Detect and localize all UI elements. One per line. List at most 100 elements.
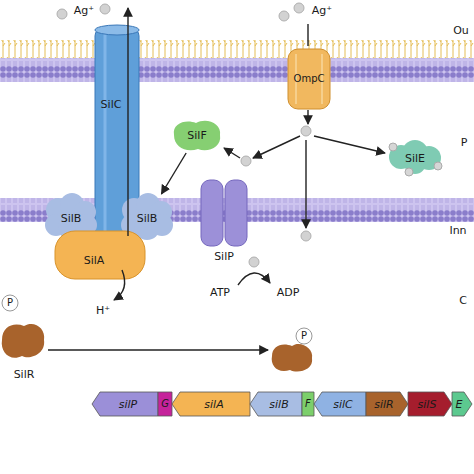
ion-arrow (305, 140, 306, 228)
protein-label: SilR (14, 369, 35, 380)
gene-arrow: F (302, 392, 314, 416)
transport-channel-shape (95, 25, 139, 35)
porin-channel: OmpC (287, 48, 331, 110)
binding-protein-shape (389, 140, 441, 174)
ion-arrow (314, 136, 385, 153)
chaperone-protein: SilF (170, 117, 224, 153)
atpase-pump-shape (225, 180, 247, 246)
ion-arrow (253, 136, 300, 158)
phosphorylated-regulator: P (268, 326, 316, 374)
silver-ion (57, 9, 67, 19)
protein-label: G (161, 399, 169, 409)
binding-protein: SilE (387, 138, 443, 176)
protein-label: SilF (187, 130, 206, 141)
atpase-pump-shape (201, 180, 223, 246)
gene-arrow: silS (408, 392, 452, 416)
atpase-pump: SilP (199, 178, 249, 264)
ion-arrow (224, 148, 240, 158)
phosphorylated-regulator-shape (296, 328, 312, 344)
protein-label: E (456, 399, 463, 410)
phosphorylated-regulator-shape (272, 344, 312, 372)
flow-arrow (48, 349, 268, 350)
binding-protein-shape (405, 168, 413, 176)
protein-label: OmpC (294, 74, 325, 84)
regulator-protein-shape (2, 324, 44, 358)
binding-protein-shape (402, 140, 428, 166)
protein-label: silA (204, 399, 223, 410)
compartment-label: P (461, 137, 468, 148)
silver-ion (279, 11, 289, 21)
protein-label: SilB (137, 213, 158, 224)
protein-label: P (301, 331, 307, 341)
molecule-label: ATP (210, 287, 230, 298)
gene-arrow: silP (92, 392, 158, 416)
gene-arrow-shape (366, 392, 408, 416)
compartment-label: Ou (453, 25, 469, 36)
gene-arrow-shape (314, 392, 366, 416)
protein-label: silC (333, 399, 353, 410)
phosphate-circle: P (1, 294, 19, 312)
silver-ion (301, 126, 311, 136)
gene-arrow: silA (172, 392, 250, 416)
silver-ion (294, 3, 304, 13)
protein-label: silS (418, 399, 437, 410)
atp-hydrolysis-arrow (238, 273, 270, 285)
gene-arrow-shape (92, 392, 158, 416)
regulator-protein: SilR (0, 318, 48, 382)
protein-label: silB (269, 399, 288, 410)
influx-line (307, 24, 308, 46)
silver-ion (100, 4, 110, 14)
flow-arrow (161, 153, 186, 194)
gene-arrow-shape (172, 392, 250, 416)
ion-label: H⁺ (96, 305, 110, 316)
silver-ion (249, 257, 259, 267)
efflux-arrow (127, 8, 128, 236)
gene-arrow: E (452, 392, 472, 416)
porin-channel-shape (288, 49, 330, 109)
gene-arrow: silC (314, 392, 366, 416)
gene-arrow-shape (158, 392, 172, 416)
chaperone-protein-shape (174, 121, 220, 151)
binding-protein-shape (434, 162, 442, 170)
influx-arrow (307, 110, 308, 124)
ion-flow-arrows (114, 8, 385, 300)
gene-arrow-shape (452, 392, 472, 416)
compartment-label: Inn (449, 225, 466, 236)
phosphorylated-regulator-shape (268, 326, 316, 374)
transporter-protein-shape (55, 231, 145, 279)
protein-label: SilB (61, 213, 82, 224)
ion-label: Ag⁺ (74, 5, 94, 16)
gene-arrow: silB (250, 392, 302, 416)
silver-ion (301, 231, 311, 241)
protein-label: silP (119, 399, 137, 410)
gene-arrow: silR (366, 392, 408, 416)
molecule-label: ADP (277, 287, 300, 298)
compartment-label: C (459, 295, 467, 306)
outer-membrane (0, 58, 474, 82)
binding-protein-shape (389, 143, 397, 151)
protein-label: SilA (84, 255, 105, 266)
lps-layer (0, 40, 474, 58)
gene-arrow: G (158, 392, 172, 416)
protein-label: F (305, 399, 311, 409)
proton-arrow (114, 270, 125, 300)
silver-ion (241, 156, 251, 166)
protein-label: SilC (101, 99, 122, 110)
phosphate-circle-shape (2, 295, 18, 311)
gene-arrow-shape (250, 392, 302, 416)
transport-channel-shape (104, 34, 107, 232)
ion-label: Ag⁺ (312, 5, 332, 16)
binding-protein-shape (389, 143, 442, 176)
gene-arrow-shape (408, 392, 452, 416)
transporter-protein: SilA (54, 230, 146, 280)
protein-label: SilE (405, 153, 425, 164)
protein-label: P (7, 298, 13, 308)
protein-label: SilP (214, 251, 234, 262)
protein-label: silR (374, 399, 394, 410)
silver-ions (57, 3, 311, 267)
